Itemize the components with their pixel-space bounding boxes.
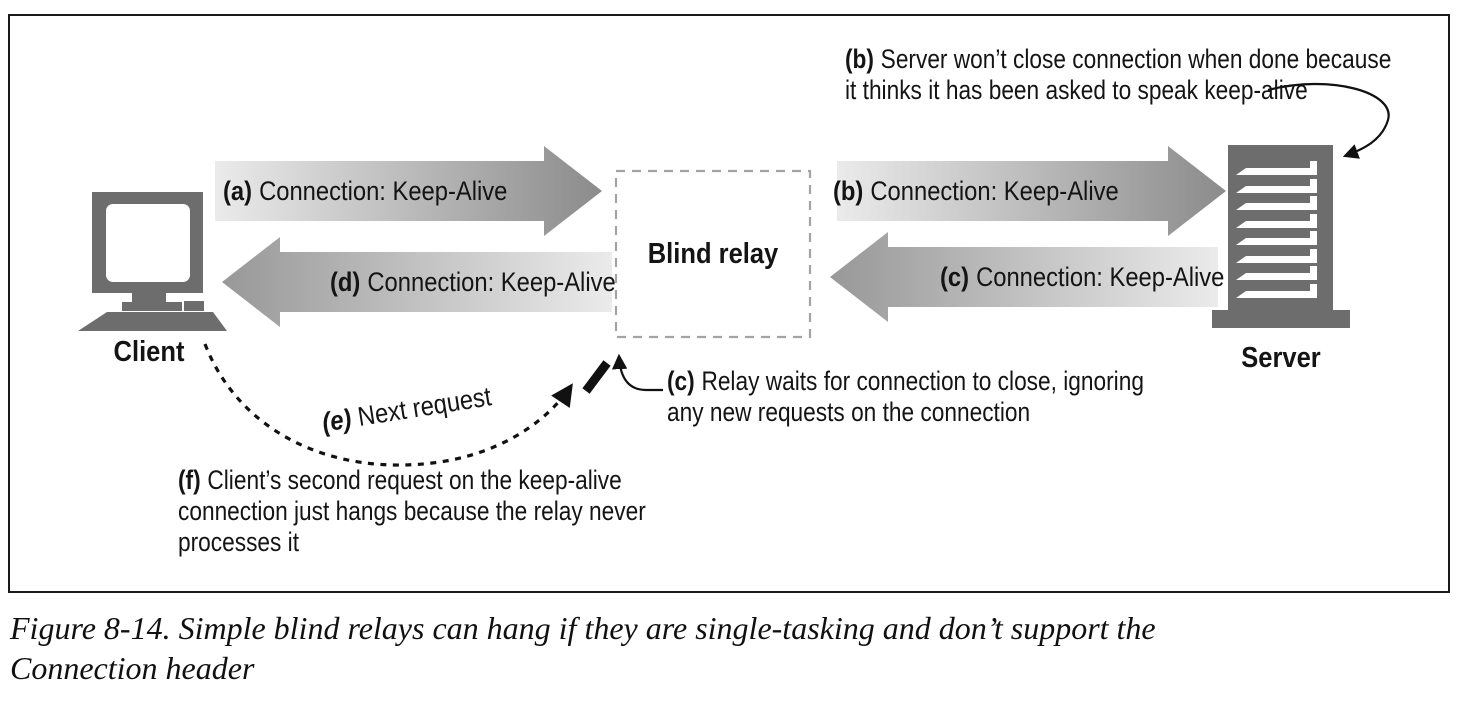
next-request-dotted-arc [203,343,573,467]
note-b-leader-arrow [1267,82,1390,159]
server-tower-icon [1212,145,1350,328]
client-computer-icon [78,192,227,331]
client-label: Client [113,336,185,368]
note-f-line3: processes it [178,527,300,557]
arrow-d-relay-to-client [222,237,612,327]
note-f-line1: (f)Client’s second request on the keep-a… [178,465,622,495]
note-e-prefix: (e) [320,403,354,438]
arrow-b-label: (b)Connection: Keep-Alive [833,176,1119,206]
note-b-line2: it thinks it has been asked to speak kee… [845,75,1308,105]
blind-relay-box [614,169,812,339]
arrow-a-prefix: (a) [223,176,253,206]
blocked-bar-icon [582,360,611,394]
arrow-d-prefix: (d) [330,267,361,297]
note-f-line2: connection just hangs because the relay … [178,496,646,526]
arrow-c-server-to-relay [830,232,1218,322]
server-label: Server [1241,342,1321,374]
note-b: (b)Server won’t close connection when do… [845,44,1391,106]
note-c-line2: any new requests on the connection [667,397,1031,427]
arrow-a-label: (a)Connection: Keep-Alive [223,176,508,206]
note-c-line1: (c)Relay waits for connection to close, … [667,366,1144,396]
note-b-line1: (b)Server won’t close connection when do… [845,44,1392,74]
arrow-c-prefix: (c) [940,262,970,292]
figure-caption: Figure 8-14. Simple blind relays can han… [10,608,1156,688]
arrow-b-relay-to-server [837,146,1226,236]
blind-relay-label: Blind relay [647,238,779,270]
note-c: (c)Relay waits for connection to close, … [667,366,1144,428]
arrow-c-label: (c)Connection: Keep-Alive [940,262,1225,292]
arrow-a-client-to-relay [215,146,602,236]
diagram-frame [8,14,1450,593]
arrow-b-prefix: (b) [833,176,864,206]
arrow-d-label: (d)Connection: Keep-Alive [330,267,616,297]
note-f: (f)Client’s second request on the keep-a… [178,465,646,558]
caption-line1: Figure 8-14. Simple blind relays can han… [10,610,1156,646]
caption-line2: Connection header [10,650,255,686]
note-c-leader-arrow [611,353,663,392]
